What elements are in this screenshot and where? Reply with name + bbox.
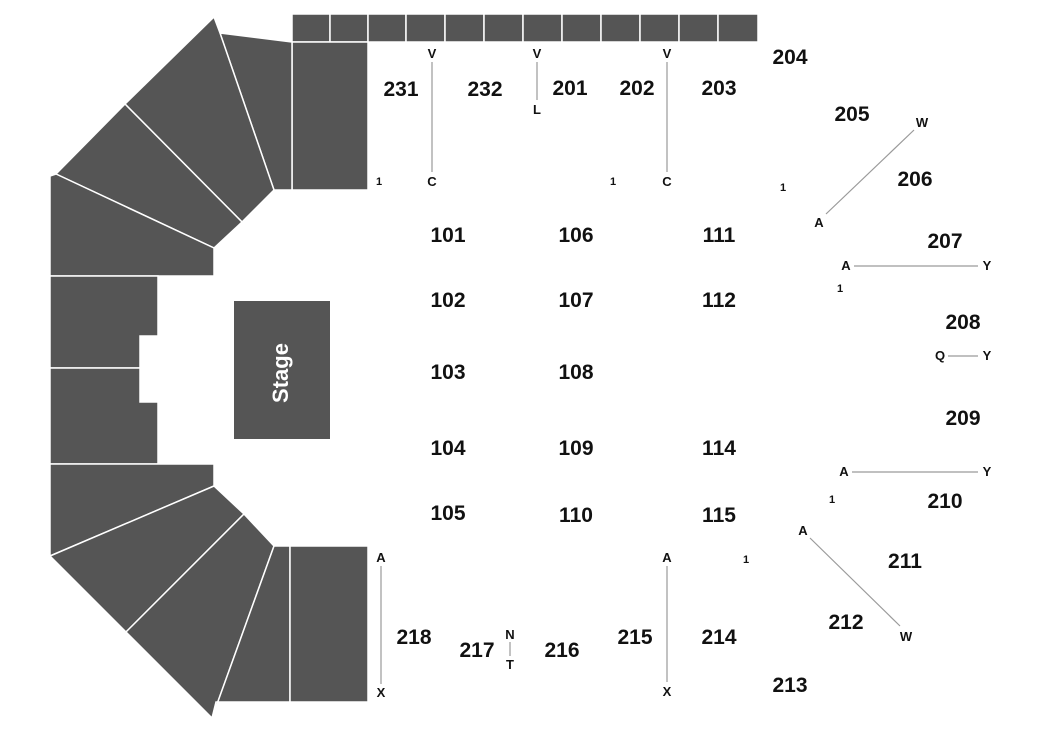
- lower-left-block-5[interactable]: [289, 545, 369, 703]
- left-block-lower[interactable]: [49, 367, 159, 465]
- top-box-1[interactable]: [291, 13, 331, 43]
- row-label-212-top: A: [798, 523, 808, 538]
- row-label-215-top: A: [662, 550, 672, 565]
- top-box-12[interactable]: [717, 13, 759, 43]
- section-201[interactable]: 201: [552, 77, 587, 100]
- section-111[interactable]: 111: [703, 224, 736, 247]
- row-label-202-bottom: C: [662, 174, 672, 189]
- seat-label-207: 1: [837, 283, 843, 295]
- top-box-7[interactable]: [522, 13, 563, 43]
- section-216[interactable]: 216: [544, 639, 579, 662]
- section-205[interactable]: 205: [834, 103, 869, 126]
- top-box-5[interactable]: [444, 13, 485, 43]
- top-box-10[interactable]: [639, 13, 680, 43]
- top-box-6[interactable]: [483, 13, 524, 43]
- section-103[interactable]: 103: [430, 361, 465, 384]
- top-box-2[interactable]: [329, 13, 369, 43]
- row-labels: V C V L V C W A A Y Q Y A Y A W A X N T …: [376, 46, 992, 700]
- section-206[interactable]: 206: [897, 168, 932, 191]
- top-box-11[interactable]: [678, 13, 719, 43]
- row-label-206-top: W: [916, 115, 929, 130]
- seat-label-205: 1: [780, 182, 786, 194]
- seat-label-202: 1: [610, 176, 616, 188]
- row-line-206: [825, 129, 915, 215]
- top-box-4[interactable]: [405, 13, 446, 43]
- row-label-201-bottom: L: [533, 102, 541, 117]
- top-box-3[interactable]: [367, 13, 407, 43]
- section-207[interactable]: 207: [927, 230, 962, 253]
- section-213[interactable]: 213: [772, 674, 807, 697]
- stage-label: Stage: [268, 343, 293, 403]
- row-label-208-right: Y: [983, 348, 992, 363]
- section-211[interactable]: 211: [888, 550, 922, 573]
- section-114[interactable]: 114: [702, 437, 736, 460]
- row-label-218-bottom: X: [377, 685, 386, 700]
- row-label-217-bottom: T: [506, 657, 514, 672]
- section-204[interactable]: 204: [772, 46, 807, 69]
- row-label-217-top: N: [505, 627, 514, 642]
- section-232[interactable]: 232: [467, 78, 502, 101]
- section-101[interactable]: 101: [430, 224, 465, 247]
- row-label-231-top: V: [428, 46, 437, 61]
- upper-left-block-3[interactable]: [123, 15, 275, 224]
- section-208[interactable]: 208: [945, 311, 980, 334]
- section-105[interactable]: 105: [430, 502, 465, 525]
- upper-left-block-1[interactable]: [291, 41, 369, 191]
- seat-label-231: 1: [376, 176, 382, 188]
- seat-label-214: 1: [743, 554, 749, 566]
- row-label-207-left: A: [841, 258, 851, 273]
- section-215[interactable]: 215: [617, 626, 652, 649]
- row-label-202-top: V: [663, 46, 672, 61]
- section-115[interactable]: 115: [702, 504, 736, 527]
- section-217[interactable]: 217: [459, 639, 494, 662]
- section-110[interactable]: 110: [559, 504, 593, 527]
- row-label-210-left: A: [839, 464, 849, 479]
- section-102[interactable]: 102: [430, 289, 465, 312]
- row-lines: [380, 62, 978, 684]
- row-line-212: [809, 537, 901, 627]
- section-202[interactable]: 202: [619, 77, 654, 100]
- upper-left-block-5[interactable]: [49, 173, 215, 277]
- section-203[interactable]: 203: [701, 77, 736, 100]
- section-109[interactable]: 109: [558, 437, 593, 460]
- top-box-9[interactable]: [600, 13, 641, 43]
- row-label-208-left: Q: [935, 348, 945, 363]
- section-218[interactable]: 218: [396, 626, 431, 649]
- row-label-212-bottom: W: [900, 629, 913, 644]
- section-214[interactable]: 214: [701, 626, 736, 649]
- seat-label-210: 1: [829, 494, 835, 506]
- section-104[interactable]: 104: [430, 437, 465, 460]
- top-box-8[interactable]: [561, 13, 602, 43]
- row-label-207-right: Y: [983, 258, 992, 273]
- section-labels[interactable]: 204 205 206 207 208 209 210 211 212 213 …: [383, 46, 980, 697]
- row-label-210-right: Y: [983, 464, 992, 479]
- section-106[interactable]: 106: [558, 224, 593, 247]
- section-107[interactable]: 107: [558, 289, 593, 312]
- section-231[interactable]: 231: [383, 78, 418, 101]
- section-112[interactable]: 112: [702, 289, 736, 312]
- left-block-upper[interactable]: [49, 275, 159, 369]
- row-label-215-bottom: X: [663, 684, 672, 699]
- stage: [234, 301, 330, 439]
- section-209[interactable]: 209: [945, 407, 980, 430]
- row-label-218-top: A: [376, 550, 386, 565]
- row-label-201-top: V: [533, 46, 542, 61]
- row-label-231-bottom: C: [427, 174, 437, 189]
- top-box-row[interactable]: [291, 13, 759, 43]
- section-212[interactable]: 212: [828, 611, 863, 634]
- section-108[interactable]: 108: [558, 361, 593, 384]
- row-label-206-bottom: A: [814, 215, 824, 230]
- section-210[interactable]: 210: [927, 490, 962, 513]
